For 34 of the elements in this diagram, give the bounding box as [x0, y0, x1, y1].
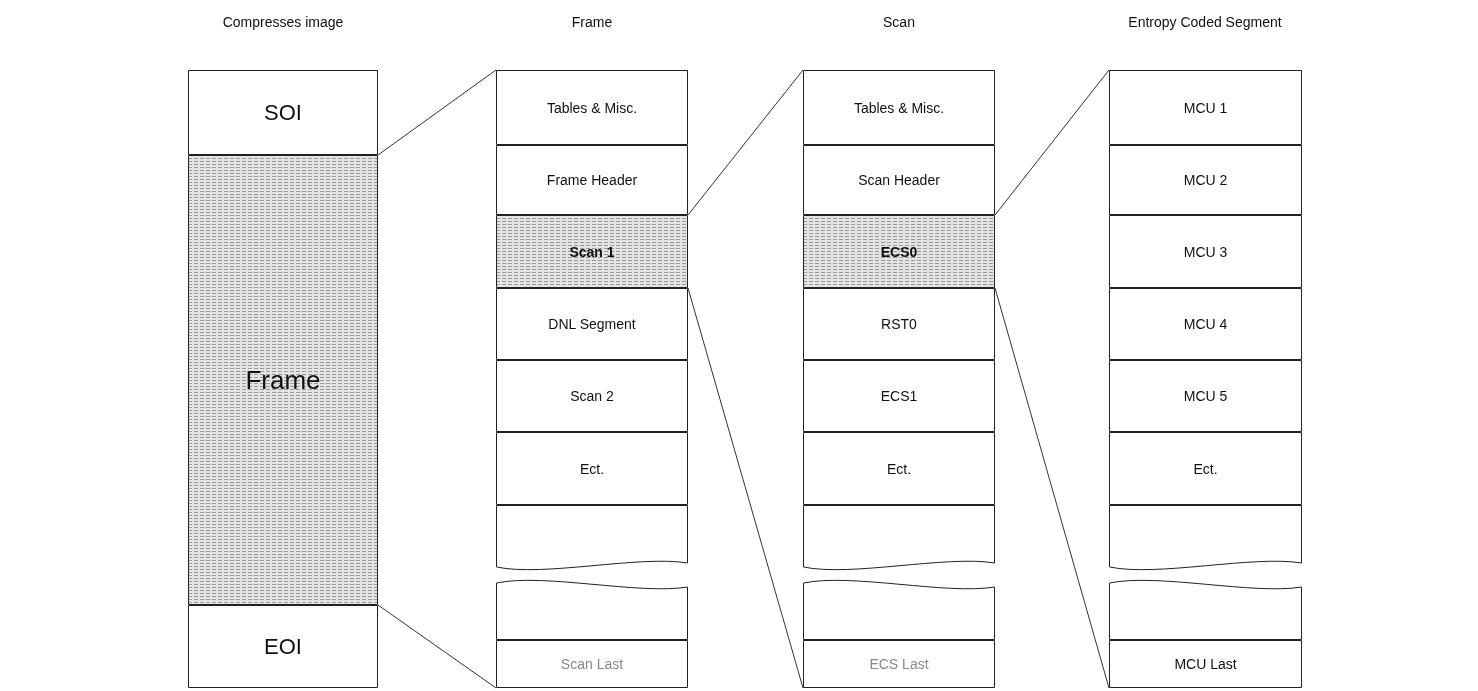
segment-box: EOI — [188, 605, 378, 688]
segment-box: Tables & Misc. — [803, 70, 995, 145]
expansion-line — [687, 287, 804, 689]
segment-box: RST0 — [803, 288, 995, 360]
segment-box: Ect. — [803, 432, 995, 505]
segment-box: Scan Header — [803, 145, 995, 215]
segment-box: Scan 2 — [496, 360, 688, 432]
segment-box: Ect. — [1109, 432, 1302, 505]
segment-box: Frame Header — [496, 145, 688, 215]
segment-box: Tables & Misc. — [496, 70, 688, 145]
shaded-segment-box: Scan 1 — [496, 215, 688, 288]
shaded-segment-box: ECS0 — [803, 215, 995, 288]
shaded-segment-box: Frame — [188, 155, 378, 605]
segment-box: MCU Last — [1109, 640, 1302, 688]
segment-box: ECS Last — [803, 640, 995, 688]
segment-box: MCU 4 — [1109, 288, 1302, 360]
expansion-line — [994, 287, 1110, 689]
segment-box: MCU 3 — [1109, 215, 1302, 288]
segment-box: DNL Segment — [496, 288, 688, 360]
column-heading: Frame — [570, 14, 614, 30]
column-heading: Entropy Coded Segment — [1127, 14, 1283, 30]
segment-box: MCU 5 — [1109, 360, 1302, 432]
expansion-line — [687, 69, 804, 216]
column-heading: Scan — [882, 14, 916, 30]
expansion-line — [377, 69, 497, 156]
segment-box: MCU 2 — [1109, 145, 1302, 215]
column-heading: Compresses image — [221, 14, 345, 30]
segment-box: Ect. — [496, 432, 688, 505]
expansion-line — [377, 604, 497, 689]
segment-box: ECS1 — [803, 360, 995, 432]
segment-box: MCU 1 — [1109, 70, 1302, 145]
segment-box: Scan Last — [496, 640, 688, 688]
expansion-line — [994, 69, 1110, 216]
segment-box: SOI — [188, 70, 378, 155]
